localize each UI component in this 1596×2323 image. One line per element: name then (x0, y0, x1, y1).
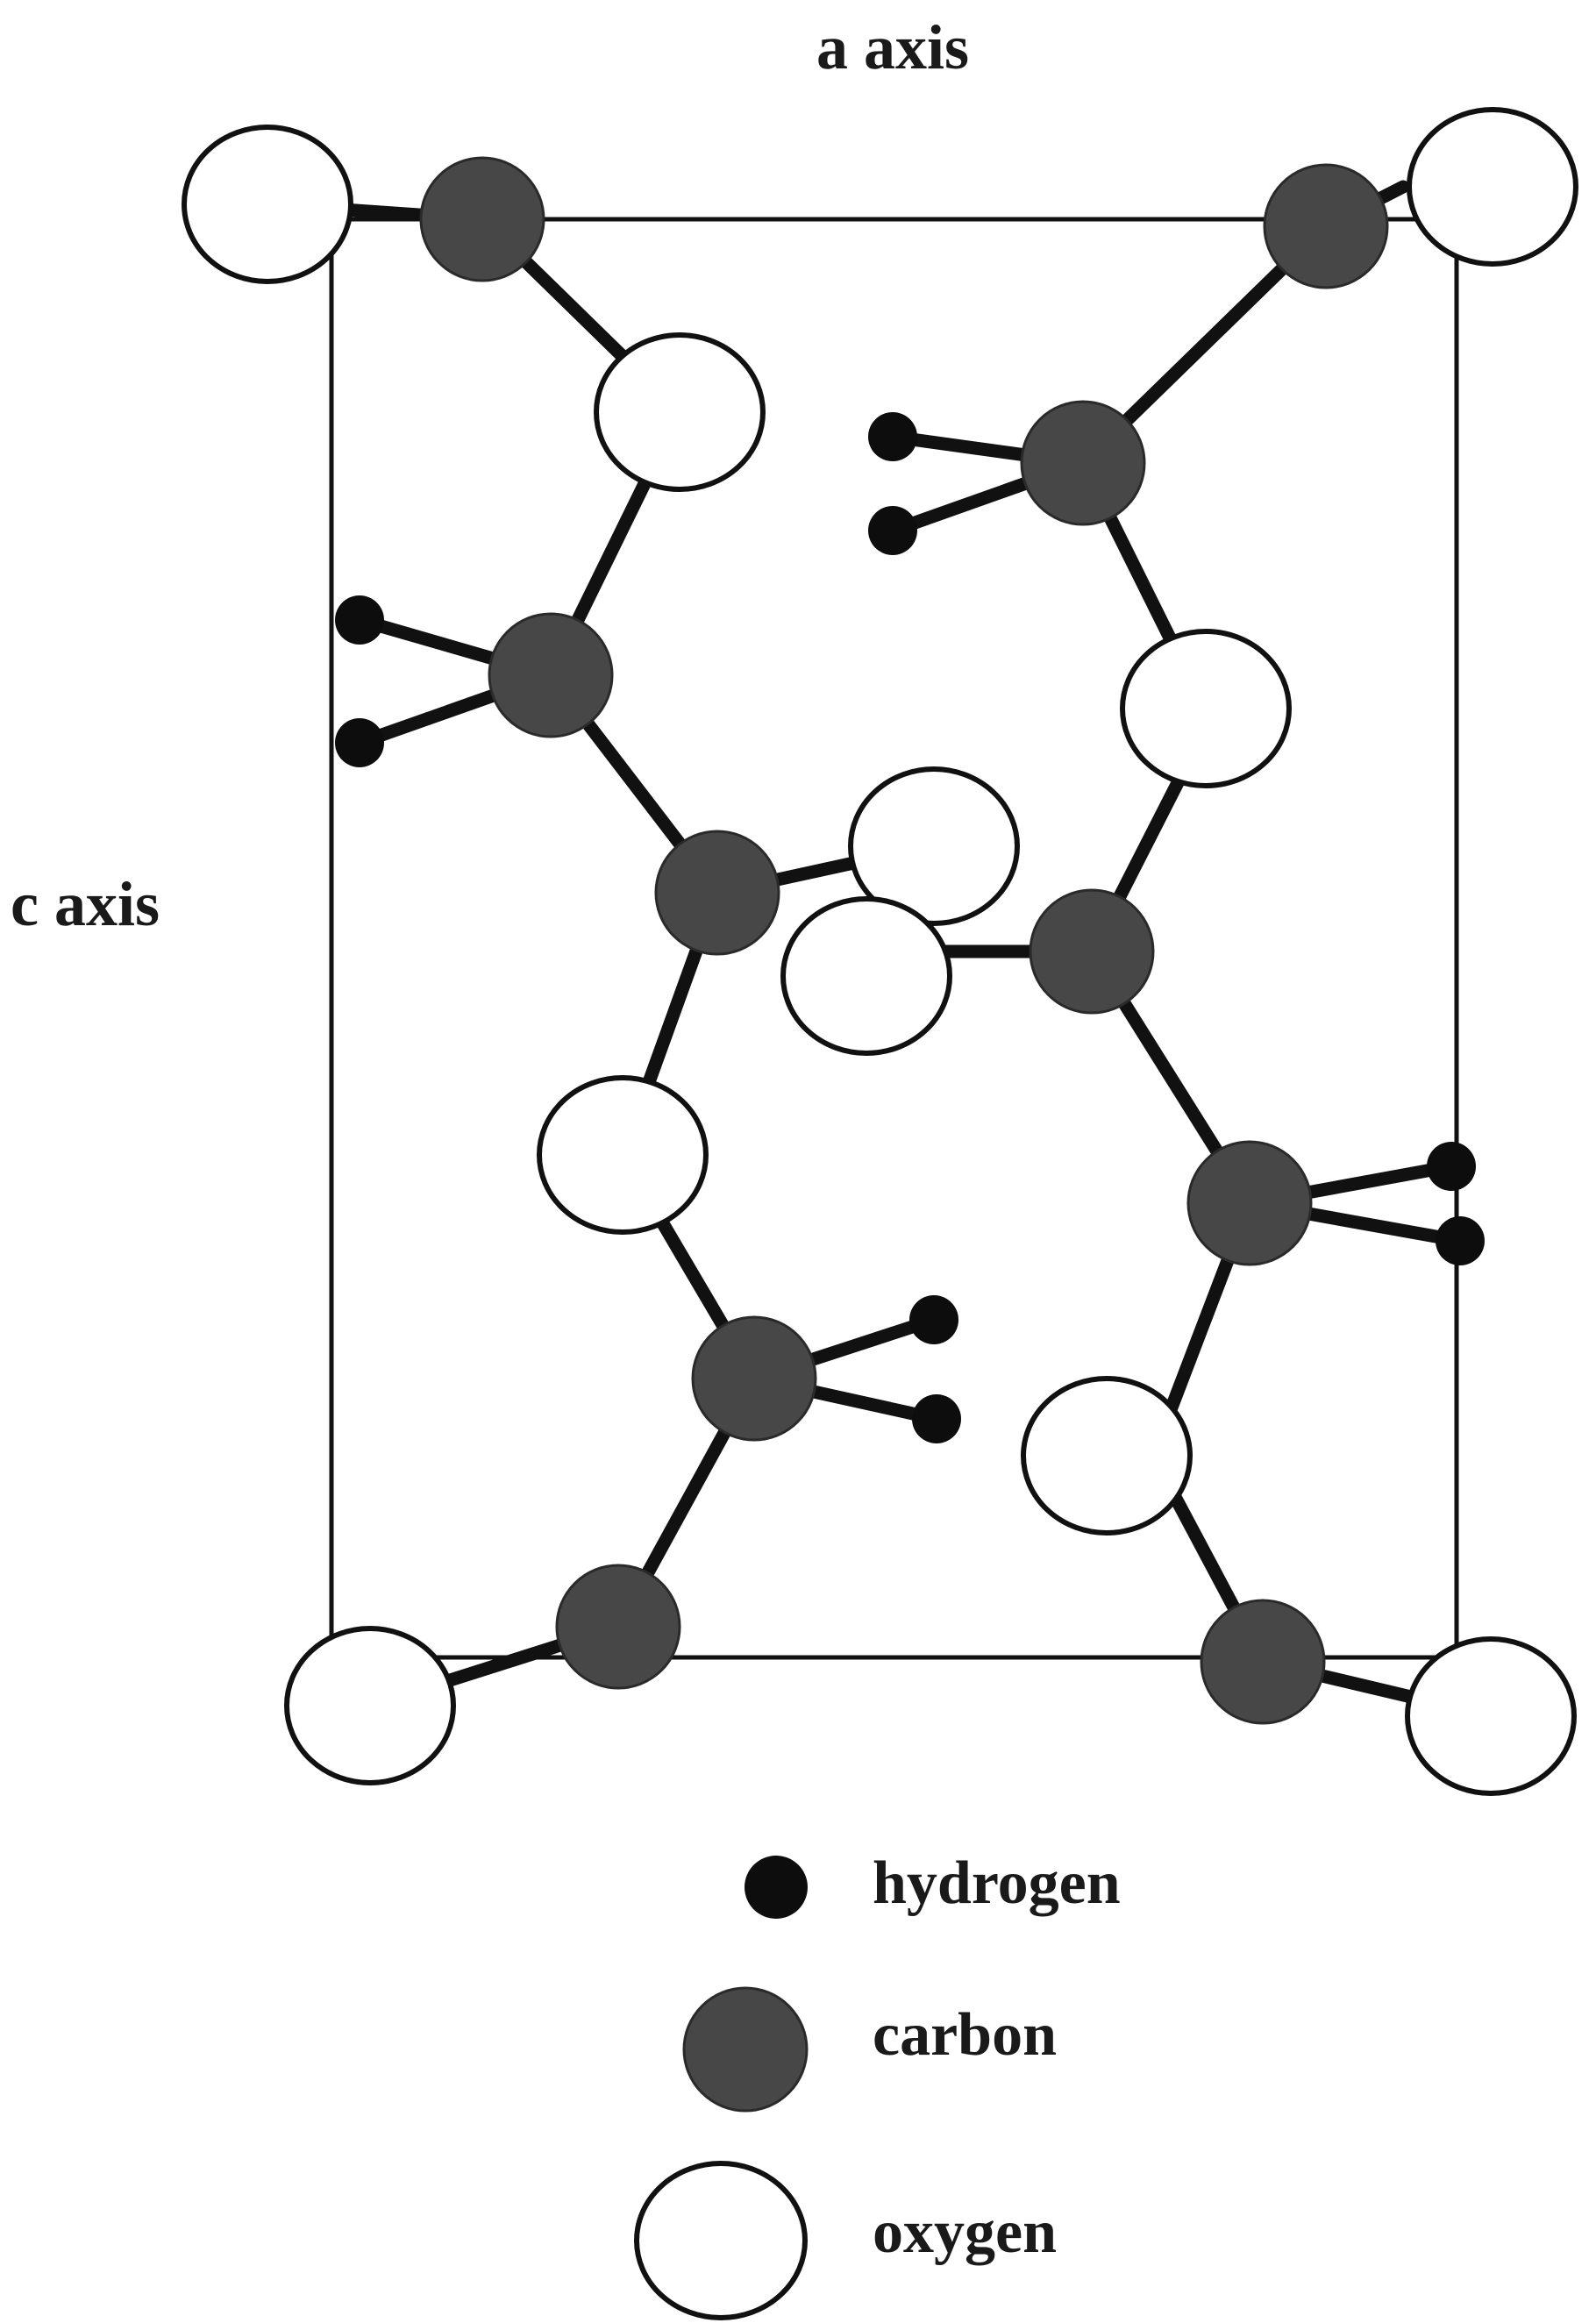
legend-hydrogen-swatch (745, 1856, 808, 1919)
hydrogen-atom (912, 1394, 961, 1443)
hydrogen-atom (909, 1295, 958, 1344)
carbon-atoms (419, 156, 1389, 1725)
oxygen-atom (1405, 1636, 1577, 1796)
legend: hydrogen carbon oxygen (634, 1849, 1121, 2320)
carbon-atom (555, 1564, 681, 1690)
carbon-atom (1029, 888, 1155, 1015)
carbon-atom (1020, 400, 1146, 526)
oxygen-atom (594, 332, 766, 492)
legend-oxygen-label: oxygen (873, 2198, 1057, 2266)
legend-carbon-swatch (682, 1986, 809, 2113)
oxygen-atom (182, 125, 353, 284)
carbon-atom (1200, 1599, 1326, 1725)
carbon-atom (691, 1315, 817, 1442)
hydrogen-atom (1436, 1216, 1485, 1265)
oxygen-atom (1021, 1376, 1193, 1536)
oxygen-atom (848, 766, 1020, 926)
legend-carbon-label: carbon (873, 2001, 1057, 2069)
carbon-atom (1263, 163, 1389, 289)
legend-hydrogen-label: hydrogen (873, 1849, 1121, 1917)
hydrogen-atom (1427, 1142, 1476, 1191)
hydrogen-atom (868, 412, 917, 461)
oxygen-atom (780, 896, 952, 1056)
carbon-atom (1186, 1140, 1313, 1266)
carbon-atom (419, 156, 545, 282)
oxygen-atom (1120, 629, 1292, 788)
oxygen-atom (1407, 107, 1578, 267)
a-axis-label: a axis (816, 12, 969, 82)
hydrogen-atoms (335, 412, 1485, 1443)
hydrogen-atom (335, 595, 384, 645)
hydrogen-atom (335, 718, 384, 767)
legend-oxygen-swatch (634, 2161, 808, 2320)
carbon-atom (488, 612, 614, 738)
c-axis-label: c axis (11, 869, 160, 939)
oxygen-atom (537, 1075, 709, 1235)
hydrogen-atom (868, 506, 917, 555)
oxygen-atom (284, 1626, 456, 1785)
carbon-atom (654, 830, 780, 956)
unit-cell (329, 217, 1459, 1660)
oxygen-atoms (182, 107, 1578, 1796)
